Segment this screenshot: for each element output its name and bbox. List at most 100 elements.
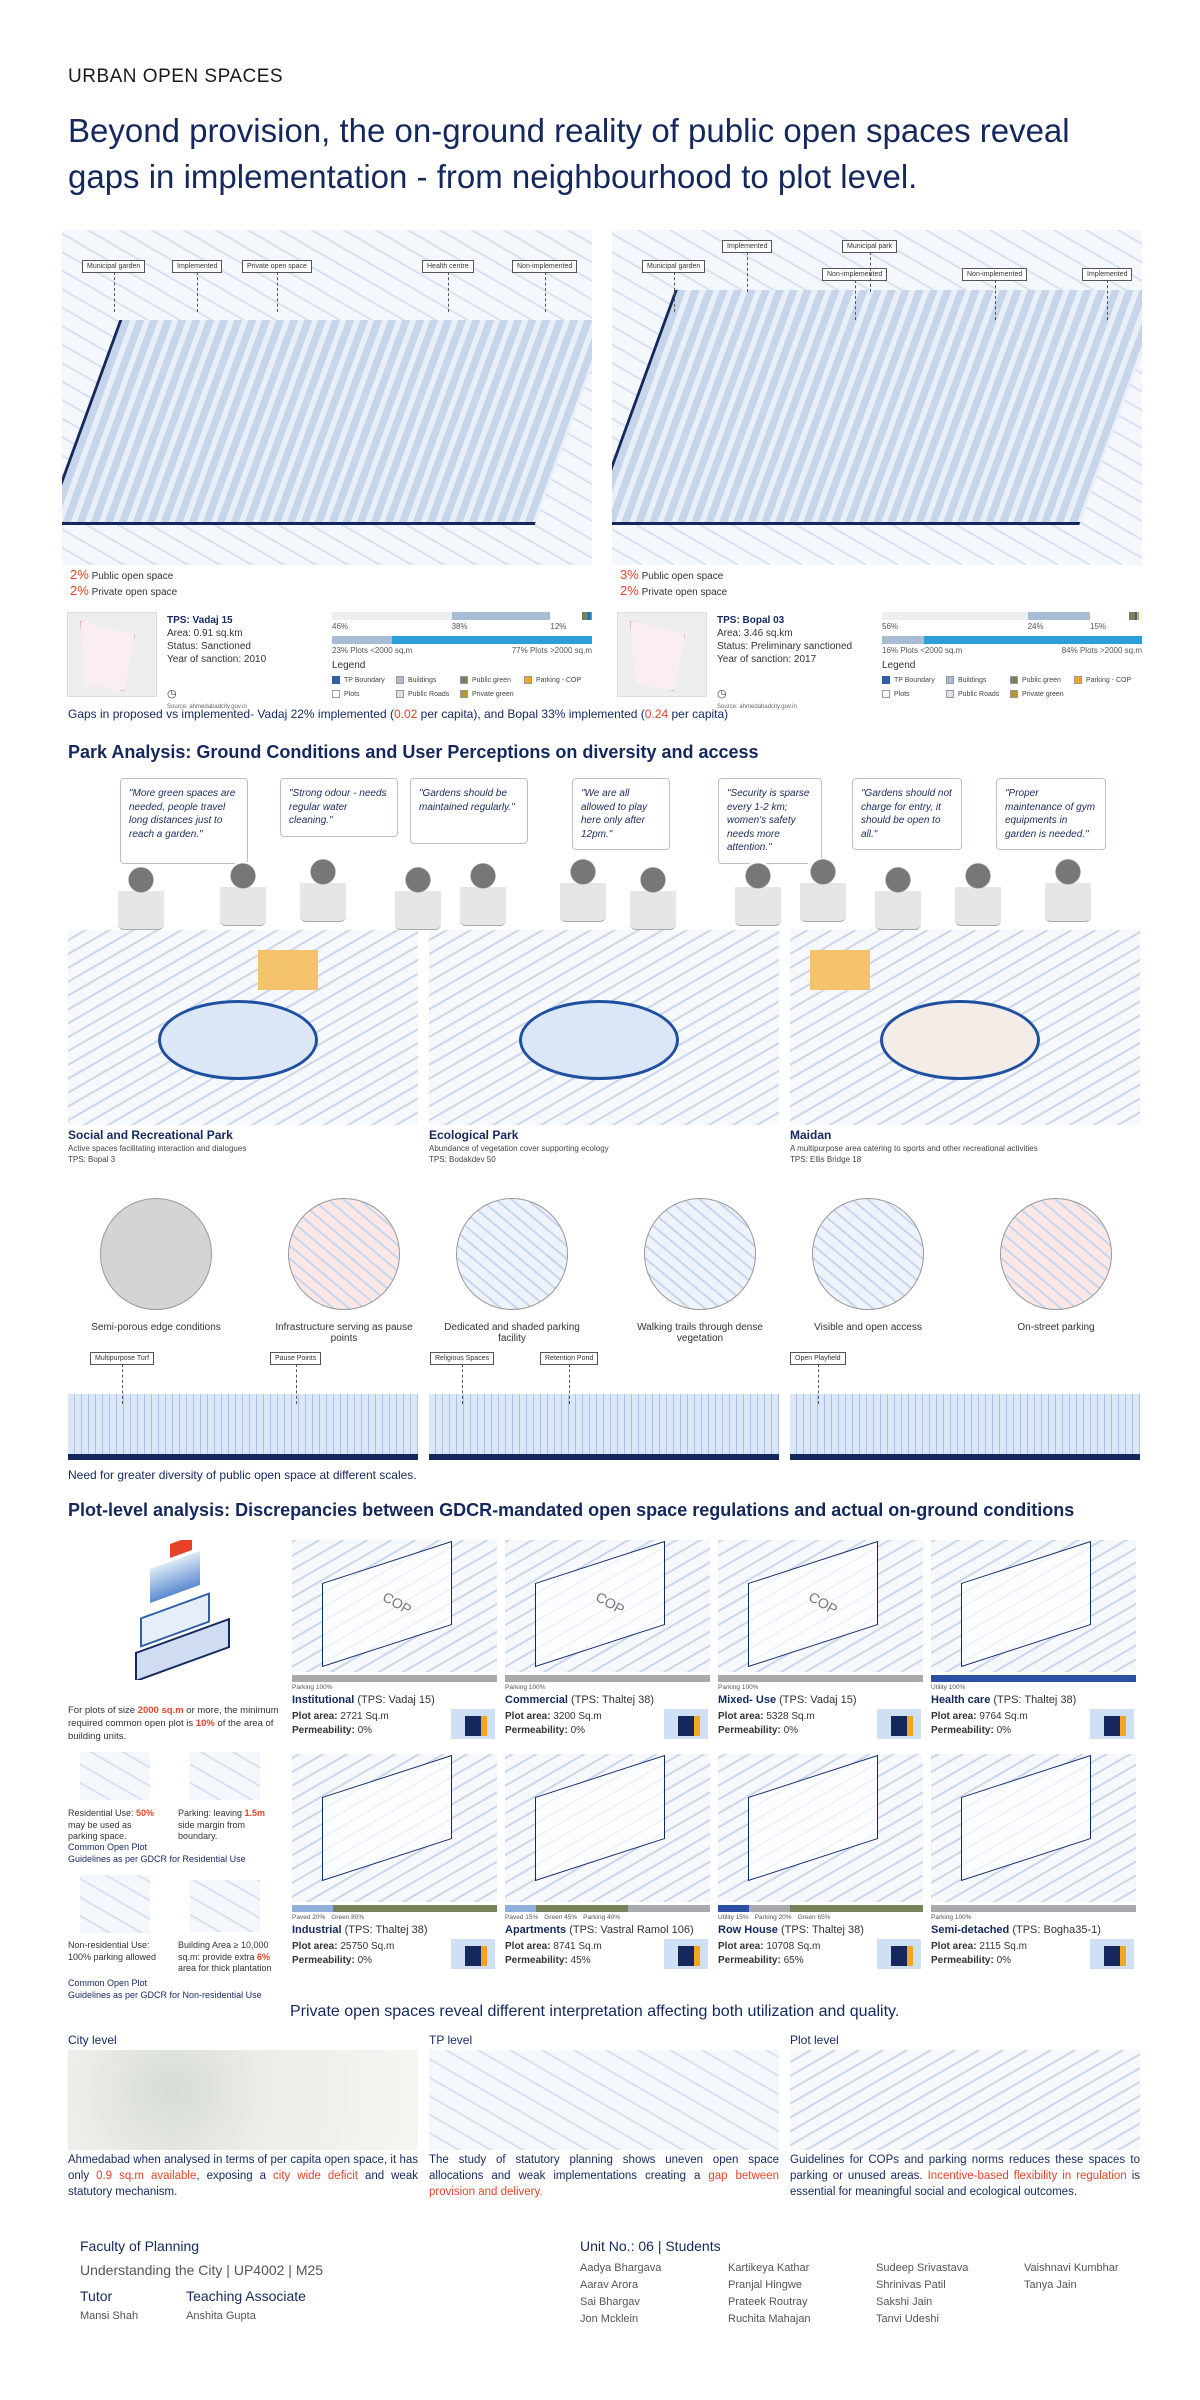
legend-item: Plots — [882, 690, 910, 698]
plot-use-type: Health care — [931, 1694, 991, 1706]
plot-tps: (TPS: Thaltej 38) — [344, 1924, 428, 1936]
level-text: The study of statutory planning shows un… — [429, 2152, 779, 2200]
student-name: Aadya Bhargava — [580, 2262, 662, 2274]
student-name: Shrinivas Patil — [876, 2279, 946, 2291]
nonresidential-parking-rule: Non-residential Use: 100% parking allowe… — [68, 1940, 157, 1962]
map-callout: Private open space — [242, 260, 312, 312]
legend-label: Private green — [1022, 690, 1064, 698]
plot-case-title: Commercial (TPS: Thaltej 38) — [505, 1694, 654, 1706]
tp-status: Status: Preliminary sanctioned — [717, 641, 853, 652]
user-quote-bubble: "Proper maintenance of gym equipments in… — [996, 778, 1106, 850]
user-portrait — [875, 866, 921, 930]
plot-use-bar — [718, 1905, 923, 1912]
plot-use-label: Parking 100% — [718, 1684, 759, 1691]
user-portrait — [955, 862, 1001, 926]
open-space-segment — [1128, 612, 1140, 620]
map-callout: Implemented — [722, 240, 773, 292]
page-headline: Beyond provision, the on-ground reality … — [68, 112, 1070, 195]
level-highlight: gap between provision and delivery. — [429, 2170, 779, 2199]
permeability-label: Permeability: — [931, 1724, 997, 1736]
plot-area-label: Plot area: — [718, 1711, 767, 1722]
legend-item: TP Boundary — [882, 676, 935, 684]
plot-use-labels: Parking 100% — [505, 1684, 545, 1691]
landuse-segment — [550, 612, 582, 620]
legend-label: Plots — [344, 690, 360, 698]
permeability-value: 0% — [570, 1724, 586, 1736]
plot-boundary — [961, 1754, 1091, 1882]
plot-use-labels: Paved 20%Green 80% — [292, 1914, 364, 1921]
tp-name: TPS: Vadaj 15 — [167, 615, 233, 626]
ta-label: Teaching Associate — [186, 2288, 306, 2304]
plot-area-value: 3200 Sq.m — [553, 1711, 602, 1722]
map-callout: Non-implemented — [512, 260, 578, 312]
plot-tps: (TPS: Vadaj 15) — [357, 1694, 435, 1706]
level-text-part: Guidelines for COPs and parking norms re… — [790, 2154, 1140, 2183]
legend-label: Buildings — [958, 676, 987, 684]
source-note: Source: ahmedabadcity.gov.in — [717, 704, 797, 710]
permeability-label: Permeability: — [718, 1954, 784, 1966]
tp-year: Year of sanction: 2010 — [167, 654, 267, 665]
park-type-tps: TPS: Bodakdev 50 — [429, 1155, 496, 1164]
residential-parking-rule: Residential Use: 50% may be used as park… — [68, 1808, 155, 1842]
large-plots-label: 84% Plots >2000 sq.m — [1061, 646, 1142, 655]
user-quote-bubble: "Strong odour - needs regular water clea… — [280, 778, 398, 837]
legend-label: TP Boundary — [894, 676, 935, 684]
plot-use-labels: Paved 15%Green 45%Parking 40% — [505, 1914, 620, 1921]
level-title: TP level — [429, 2033, 473, 2047]
permeability-label: Permeability: — [718, 1724, 784, 1736]
residential-parking-diagram — [80, 1752, 150, 1800]
legend-swatch — [332, 676, 340, 684]
large-plots-segment — [391, 636, 592, 644]
plot-use-label: Paved 15% — [505, 1914, 539, 1921]
cop-rule-text: For plots of size 2000 sq.m or more, the… — [68, 1705, 279, 1742]
park-axonometric — [790, 930, 1140, 1125]
legend-title: Legend — [882, 660, 916, 671]
plot-use-bar — [931, 1905, 1136, 1912]
map-callout: Municipal park — [842, 240, 898, 292]
legend-label: Public Roads — [958, 690, 1000, 698]
plot-area-label: Plot area: — [718, 1941, 767, 1952]
gaps-summary: Gaps in proposed vs implemented- Vadaj 2… — [68, 707, 729, 721]
detail-inset — [100, 1198, 212, 1310]
permeability-label: Permeability: — [505, 1954, 571, 1966]
plot-use-label: Utility 100% — [931, 1684, 966, 1691]
plot-use-segment — [748, 1905, 790, 1912]
detail-caption: Dedicated and shaded parking facility — [444, 1322, 580, 1344]
ta-name: Anshita Gupta — [186, 2310, 256, 2322]
plot-use-type: Commercial — [505, 1694, 568, 1706]
plot-area-value: 9764 Sq.m — [979, 1711, 1028, 1722]
landuse-label: 12% — [550, 622, 567, 631]
plot-case-title: Row House (TPS: Thaltej 38) — [718, 1924, 864, 1936]
plot-axonometric — [505, 1754, 710, 1902]
section-callout: Pause Points — [270, 1352, 322, 1404]
park-elevation — [429, 1358, 779, 1466]
student-name: Aarav Arora — [580, 2279, 639, 2291]
course-name: Understanding the City | UP4002 | M25 — [80, 2262, 324, 2278]
plot-use-label: Green 65% — [797, 1914, 831, 1921]
plot-axonometric: COP — [292, 1540, 497, 1672]
section-callout: Open Playfield — [790, 1352, 846, 1404]
nonresidential-plantation-diagram — [190, 1880, 260, 1932]
plot-use-type: Row House — [718, 1924, 778, 1936]
student-name: Vaishnavi Kumbhar — [1024, 2262, 1119, 2274]
plot-area-value: 8741 Sq.m — [553, 1941, 602, 1952]
plot-use-type: Institutional — [292, 1694, 355, 1706]
user-portrait — [560, 858, 606, 922]
level-highlight: city wide deficit — [273, 2170, 358, 2183]
user-portrait — [395, 866, 441, 930]
legend-item: Parking - COP — [524, 676, 581, 684]
legend-item: Buildings — [396, 676, 436, 684]
plot-area-value: 2115 Sq.m — [979, 1941, 1027, 1952]
cop-exploded-diagram — [130, 1540, 240, 1680]
permeability-value: 0% — [357, 1724, 373, 1736]
plot-key-map — [1090, 1939, 1134, 1969]
small-plots-label: 16% Plots <2000 sq.m — [882, 646, 963, 655]
level-text-part: The study of statutory planning shows un… — [429, 2154, 779, 2183]
private-open-space-label: Private open space — [641, 587, 728, 598]
plot-use-segment — [535, 1905, 628, 1912]
landuse-segment — [451, 612, 551, 620]
clock-icon: ◷ — [167, 688, 177, 700]
